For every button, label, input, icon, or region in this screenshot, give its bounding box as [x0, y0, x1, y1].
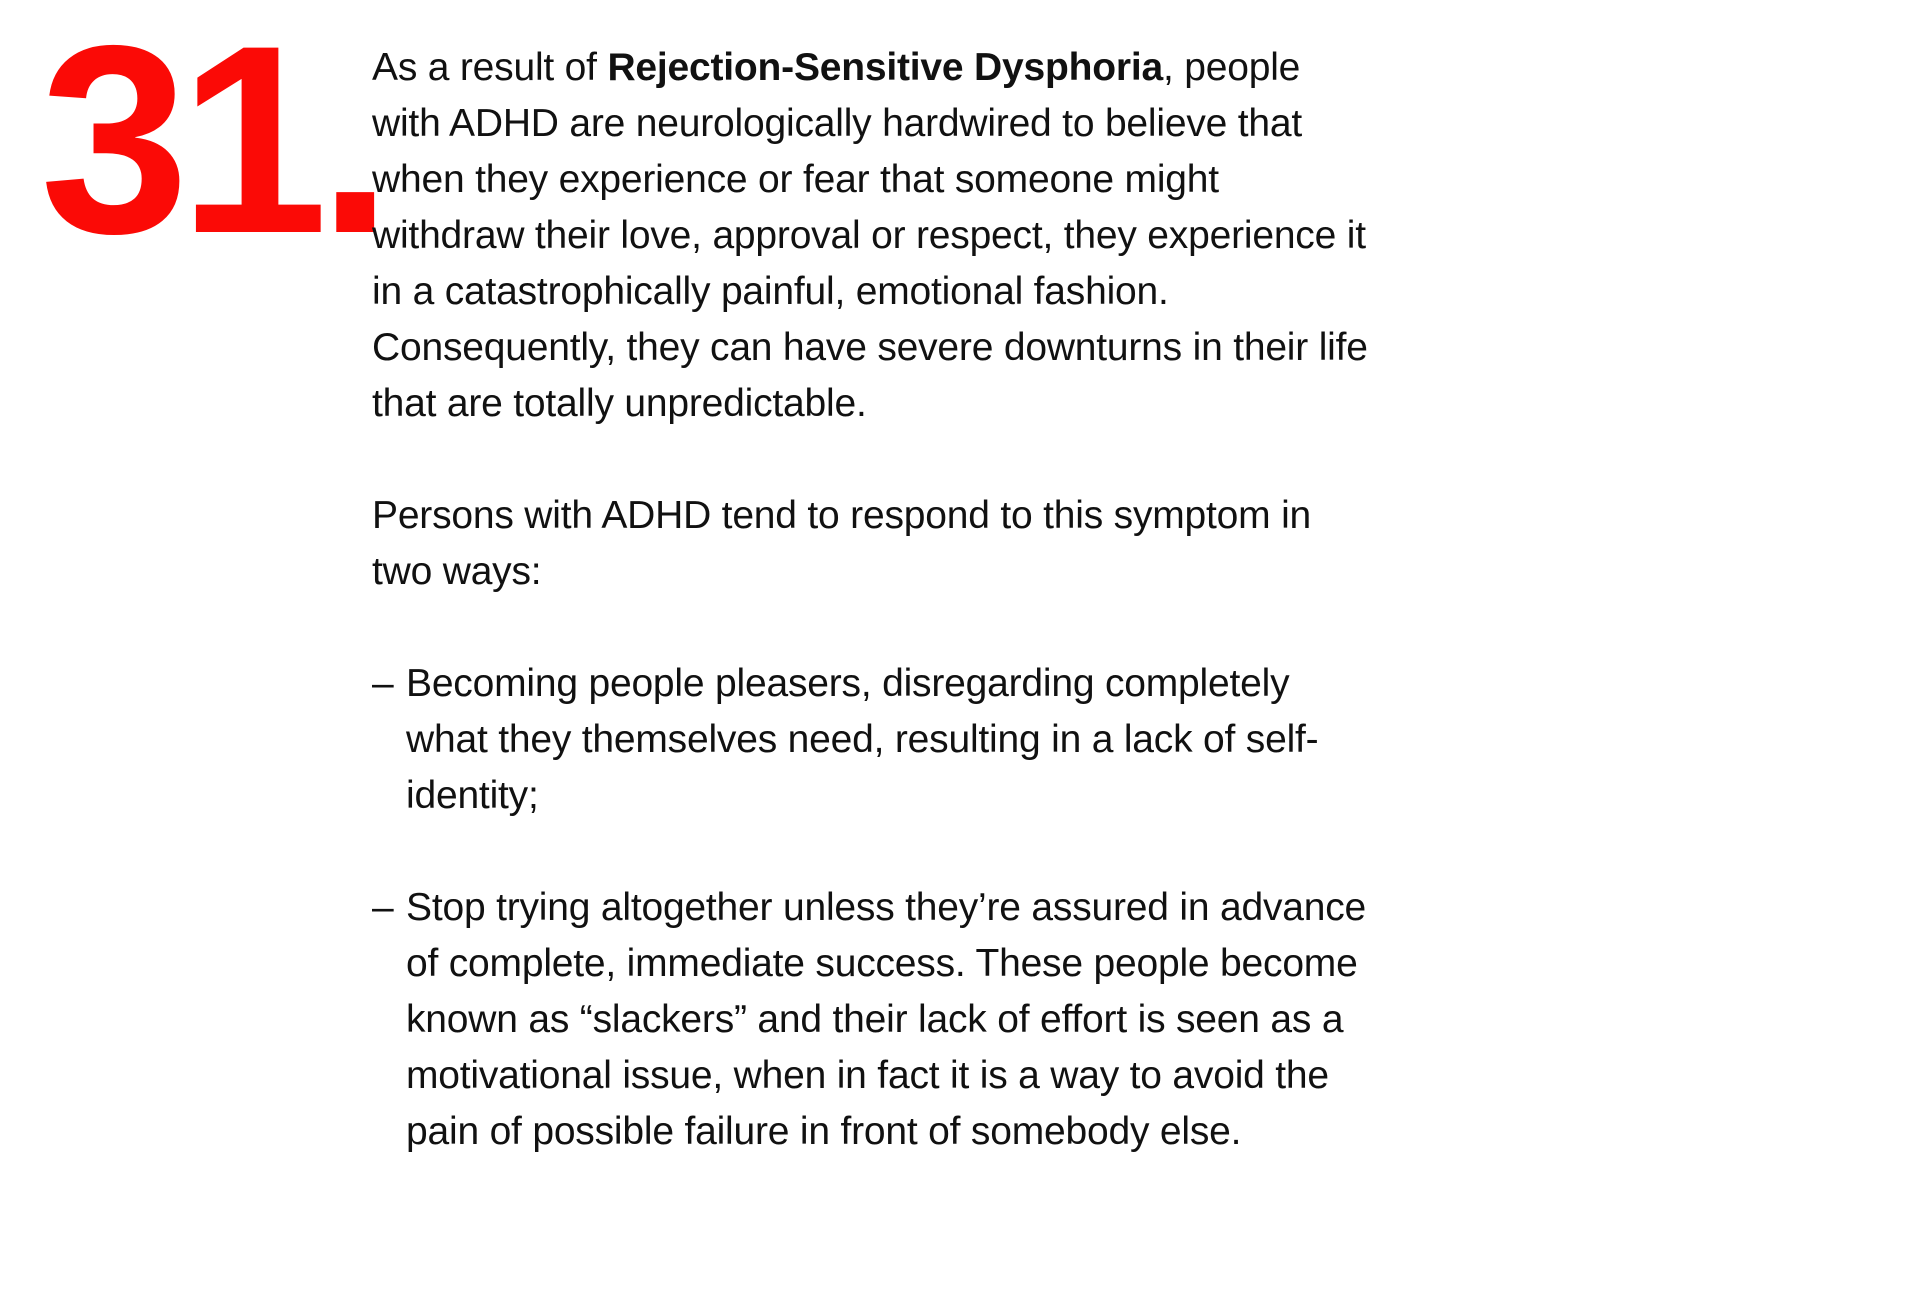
paragraph-two-ways-intro: Persons with ADHD tend to respond to thi…: [372, 494, 1312, 593]
slide-number: 31.: [40, 0, 393, 289]
list-item-text: Stop trying altogether unless they’re as…: [406, 886, 1367, 1153]
list-item-text: Becoming people pleasers, disregarding c…: [406, 662, 1319, 817]
term-rejection-sensitive-dysphoria: Rejection-Sensitive Dysphoria: [607, 46, 1163, 89]
paragraph-rejection-sensitive-dysphoria: As a result of Rejection-Sensitive Dysph…: [372, 40, 1372, 432]
dash-marker-icon: –: [372, 886, 394, 929]
list-item: – Becoming people pleasers, disregarding…: [372, 656, 1372, 824]
paragraph-1-rest-text: , people with ADHD are neurologically ha…: [372, 46, 1368, 425]
paragraph-1-lead-text: As a result of: [372, 46, 608, 89]
list-item: – Stop trying altogether unless they’re …: [372, 880, 1372, 1160]
body-copy: As a result of Rejection-Sensitive Dysph…: [372, 40, 1372, 1160]
dash-marker-icon: –: [372, 662, 394, 705]
